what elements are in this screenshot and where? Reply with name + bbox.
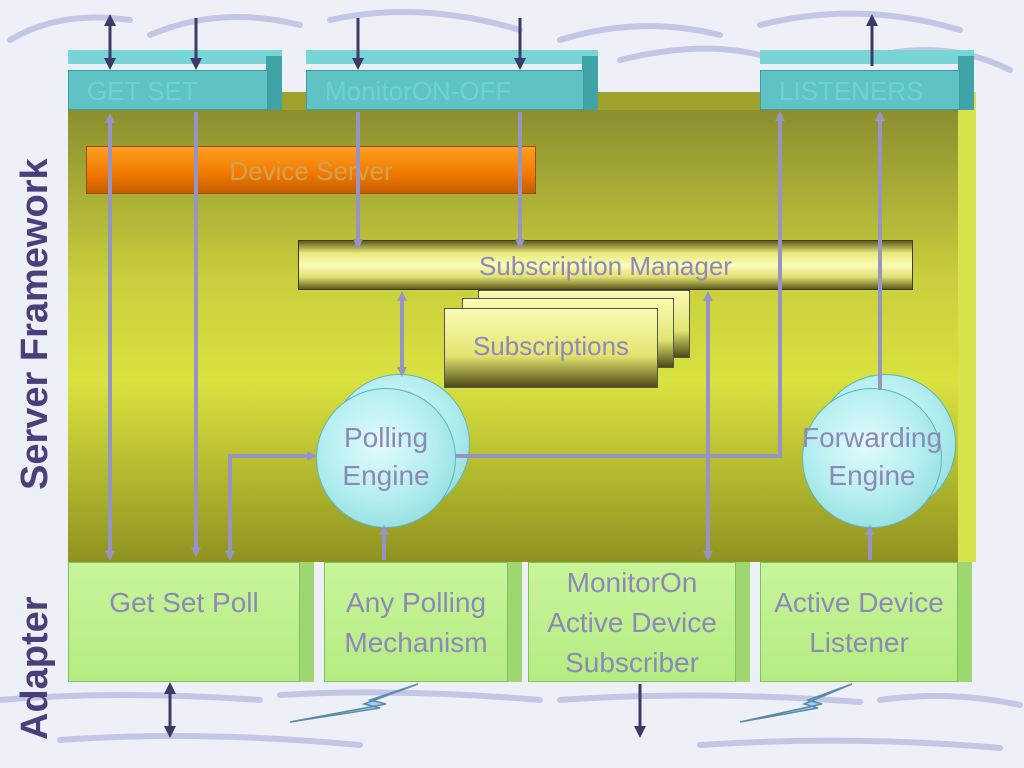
lightning-bolt-left-icon: [289, 683, 419, 723]
polling-engine-circle: Polling Engine: [316, 388, 456, 528]
get-set-header-side: [266, 56, 282, 110]
any-polling-label-1: Any Polling: [345, 587, 487, 618]
monitor-on-off-header: MonitorON-OFF: [306, 70, 584, 110]
framework-side-face: [958, 92, 976, 562]
monitor-on-label-1: MonitorOn: [566, 567, 698, 598]
active-listener-box: Active Device Listener: [760, 562, 958, 682]
active-listener-label-2: Listener: [809, 627, 909, 658]
forwarding-engine-label-1: Forwarding: [801, 422, 943, 453]
polling-engine-label-1: Polling: [343, 422, 429, 453]
device-server-bar: Device Server: [86, 146, 536, 194]
polling-engine-label-2: Engine: [342, 460, 430, 491]
arrow-adapter-to-polling: [225, 451, 317, 561]
subscriptions-card-front: Subscriptions: [444, 308, 658, 388]
active-listener-label-1: Active Device: [774, 587, 944, 618]
any-polling-box: Any Polling Mechanism: [324, 562, 508, 682]
get-set-poll-box: Get Set Poll: [68, 562, 300, 682]
forwarding-engine-circle: Forwarding Engine: [802, 388, 942, 528]
any-polling-side: [508, 562, 522, 682]
any-polling-label-2: Mechanism: [344, 627, 488, 658]
get-set-poll-side: [300, 562, 314, 682]
subscriptions-label: Subscriptions: [472, 331, 630, 361]
listeners-header-side: [958, 56, 974, 110]
get-set-header: GET SET: [68, 70, 268, 110]
monitor-header-side: [582, 56, 598, 110]
get-set-poll-label: Get Set Poll: [109, 587, 259, 618]
listeners-header: LISTENERS: [760, 70, 960, 110]
listeners-header-top: [760, 50, 974, 64]
monitor-on-label-3: Subscriber: [565, 647, 699, 678]
monitor-on-side: [736, 562, 750, 682]
forwarding-engine-label-2: Engine: [828, 460, 916, 491]
subscription-manager-bar: Subscription Manager: [298, 240, 913, 290]
get-set-header-top: [68, 50, 282, 64]
monitor-on-box: MonitorOn Active Device Subscriber: [528, 562, 736, 682]
monitor-on-label-2: Active Device: [547, 607, 717, 638]
active-listener-side: [958, 562, 972, 682]
lightning-bolt-right-icon: [739, 683, 853, 723]
arrow-polling-to-listeners: [456, 111, 785, 458]
